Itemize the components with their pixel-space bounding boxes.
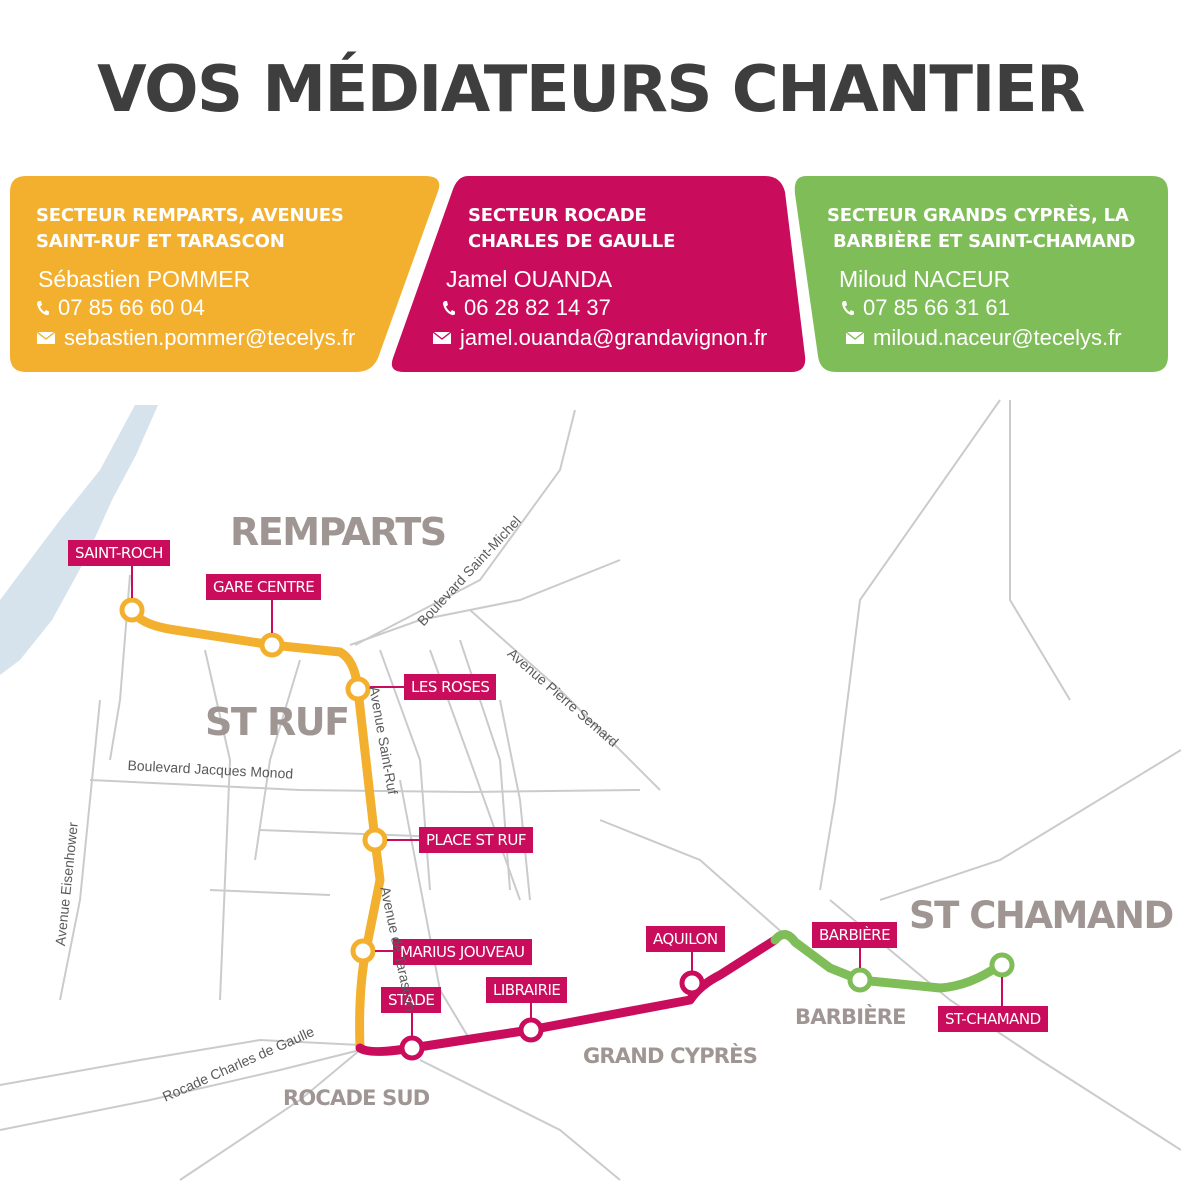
station-dot-marius-jouveau bbox=[350, 938, 376, 964]
mediator-cards: SECTEUR REMPARTS, AVENUES SAINT-RUF ET T… bbox=[0, 0, 1181, 380]
email-row[interactable]: sebastien.pommer@tecelys.fr bbox=[36, 323, 355, 353]
sector-card-grands-cypres: SECTEUR GRANDS CYPRÈS, LA BARBIÈRE ET SA… bbox=[827, 203, 1136, 353]
phone-row[interactable]: 07 85 66 60 04 bbox=[36, 293, 355, 323]
station-label-les-roses[interactable]: LES ROSES bbox=[404, 674, 497, 700]
phone-icon bbox=[443, 301, 455, 316]
phone-icon bbox=[37, 301, 49, 316]
phone-row[interactable]: 07 85 66 31 61 bbox=[841, 293, 1135, 323]
envelope-icon bbox=[36, 331, 56, 344]
station-label-marius-jouveau[interactable]: MARIUS JOUVEAU bbox=[393, 939, 532, 965]
sector-card-rocade: SECTEUR ROCADE CHARLES DE GAULLE Jamel O… bbox=[432, 203, 767, 353]
station-label-librairie[interactable]: LIBRAIRIE bbox=[486, 977, 568, 1003]
sector-heading: SECTEUR GRANDS CYPRÈS, LA BARBIÈRE ET SA… bbox=[827, 205, 1136, 252]
station-dot-barbiere bbox=[847, 967, 873, 993]
station-label-st-chamand[interactable]: ST-CHAMAND bbox=[938, 1006, 1048, 1032]
mediator-name: Sébastien POMMER bbox=[38, 266, 251, 292]
station-label-stade[interactable]: STADE bbox=[381, 987, 442, 1013]
station-dot-stade bbox=[399, 1035, 425, 1061]
card-magenta-bg bbox=[391, 176, 806, 372]
tram-line-magenta bbox=[355, 935, 780, 1056]
email-row[interactable]: jamel.ouanda@grandavignon.fr bbox=[432, 323, 767, 353]
email-link[interactable]: sebastien.pommer@tecelys.fr bbox=[64, 325, 356, 350]
card-backgrounds bbox=[10, 176, 1168, 372]
card-orange-bg bbox=[10, 176, 440, 372]
area-label-remparts: REMPARTS bbox=[230, 510, 447, 554]
area-label-grand-cypres: GRAND CYPRÈS bbox=[583, 1044, 758, 1068]
card-green-bg bbox=[794, 176, 1168, 372]
station-label-barbiere[interactable]: BARBIÈRE bbox=[812, 922, 898, 948]
envelope-icon bbox=[432, 331, 452, 344]
station-label-saint-roch[interactable]: SAINT-ROCH bbox=[68, 540, 170, 566]
station-dot-st-chamand bbox=[989, 952, 1015, 978]
mediator-name: Miloud NACEUR bbox=[839, 266, 1011, 292]
station-label-gare-centre[interactable]: GARE CENTRE bbox=[206, 574, 322, 600]
station-label-place-st-ruf[interactable]: PLACE ST RUF bbox=[419, 827, 533, 853]
phone-number[interactable]: 07 85 66 60 04 bbox=[58, 295, 205, 320]
mediator-name: Jamel OUANDA bbox=[446, 266, 613, 292]
station-dot-saint-roch bbox=[119, 597, 145, 623]
tram-map: REMPARTS ST RUF ROCADE SUD GRAND CYPRÈS … bbox=[0, 380, 1181, 1181]
station-dot-gare-centre bbox=[259, 632, 285, 658]
area-label-st-ruf: ST RUF bbox=[205, 700, 350, 744]
station-dot-les-roses bbox=[345, 676, 371, 702]
phone-number[interactable]: 07 85 66 31 61 bbox=[863, 295, 1010, 320]
page-title: VOS MÉDIATEURS CHANTIER bbox=[97, 53, 1085, 127]
phone-number[interactable]: 06 28 82 14 37 bbox=[464, 295, 611, 320]
envelope-icon bbox=[845, 331, 865, 344]
email-link[interactable]: miloud.naceur@tecelys.fr bbox=[873, 325, 1122, 350]
phone-icon bbox=[842, 301, 854, 316]
station-markers bbox=[119, 597, 1015, 1061]
email-row[interactable]: miloud.naceur@tecelys.fr bbox=[845, 323, 1135, 353]
area-label-rocade-sud: ROCADE SUD bbox=[283, 1086, 430, 1110]
station-label-aquilon[interactable]: AQUILON bbox=[646, 926, 725, 952]
area-label-st-chamand: ST CHAMAND bbox=[909, 894, 1174, 937]
sector-heading: SECTEUR REMPARTS, AVENUES SAINT-RUF ET T… bbox=[36, 205, 344, 252]
area-label-barbiere: BARBIÈRE bbox=[795, 1005, 907, 1029]
label-leaders bbox=[131, 565, 1003, 1036]
sector-card-remparts: SECTEUR REMPARTS, AVENUES SAINT-RUF ET T… bbox=[36, 203, 355, 353]
station-dot-aquilon bbox=[679, 970, 705, 996]
phone-row[interactable]: 06 28 82 14 37 bbox=[442, 293, 767, 323]
station-dot-librairie bbox=[518, 1017, 544, 1043]
tram-line-orange bbox=[127, 605, 385, 1053]
sector-heading: SECTEUR ROCADE CHARLES DE GAULLE bbox=[468, 205, 676, 252]
station-dot-place-st-ruf bbox=[362, 827, 388, 853]
email-link[interactable]: jamel.ouanda@grandavignon.fr bbox=[460, 325, 768, 350]
